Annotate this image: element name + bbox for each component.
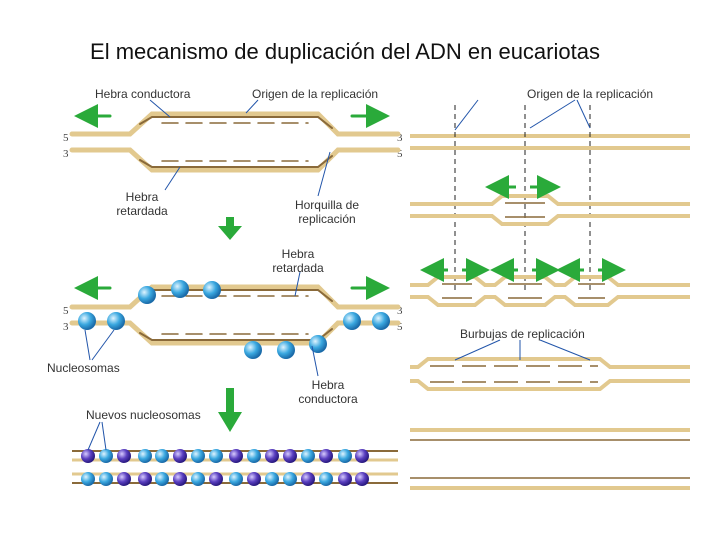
strand-end-3-b: 3 <box>397 132 403 144</box>
label-hebra-retardada-2: Hebra retardada <box>272 247 324 275</box>
panel-right-origins <box>410 99 690 490</box>
right-row-2 <box>410 175 690 226</box>
panel-new-nucleosomes <box>72 449 398 486</box>
label-nucleosomas: Nucleosomas <box>47 361 120 375</box>
nucleosome <box>138 286 156 304</box>
nucleosome-row-1 <box>81 449 369 463</box>
label-hebra-conductora-top: Hebra conductora <box>95 87 191 101</box>
nucleosome <box>107 312 125 330</box>
nucleosome-row-2 <box>81 472 369 486</box>
strand-end-5-b: 5 <box>397 148 403 160</box>
right-row-4 <box>410 357 690 391</box>
label-hebra-retardada-1: Hebra retardada <box>116 190 168 218</box>
strand-end-3-c: 3 <box>63 321 69 333</box>
leader-lines-top <box>149 99 331 197</box>
label-origen-replicacion-1: Origen de la replicación <box>252 87 379 101</box>
nucleosome <box>203 281 221 299</box>
label-burbujas: Burbujas de replicación <box>460 327 585 341</box>
page-title: El mecanismo de duplicación del ADN en e… <box>90 39 600 64</box>
leader-lines-right <box>454 99 591 131</box>
nucleosomes-panel-2 <box>78 280 390 359</box>
strand-end-3-a: 3 <box>63 148 69 160</box>
label-hebra-conductora-2: Hebra conductora <box>298 378 358 406</box>
strand-end-3-d: 3 <box>397 305 403 317</box>
strand-end-5-d: 5 <box>397 321 403 333</box>
leader-lines-bottom <box>87 421 107 451</box>
nucleosome <box>78 312 96 330</box>
right-row-6 <box>410 477 690 490</box>
nucleosome <box>343 312 361 330</box>
leader-lines-mid <box>84 271 319 377</box>
label-origen-replicacion-2: Origen de la replicación <box>527 87 654 101</box>
arrow-down-1 <box>218 217 242 240</box>
leader-lines-burbujas <box>454 339 591 361</box>
nucleosome <box>171 280 189 298</box>
label-nuevos-nucleosomas: Nuevos nucleosomas <box>86 408 201 422</box>
strand-end-5-c: 5 <box>63 305 69 317</box>
nucleosome <box>244 341 262 359</box>
nucleosome <box>372 312 390 330</box>
nucleosome <box>277 341 295 359</box>
panel-bubble-top <box>69 104 401 173</box>
label-horquilla: Horquilla de replicación <box>294 198 360 226</box>
right-row-5 <box>410 428 690 441</box>
right-row-3 <box>410 258 690 307</box>
nucleosome <box>309 335 327 353</box>
strand-end-5-a: 5 <box>63 132 69 144</box>
arrow-down-2 <box>218 388 242 432</box>
